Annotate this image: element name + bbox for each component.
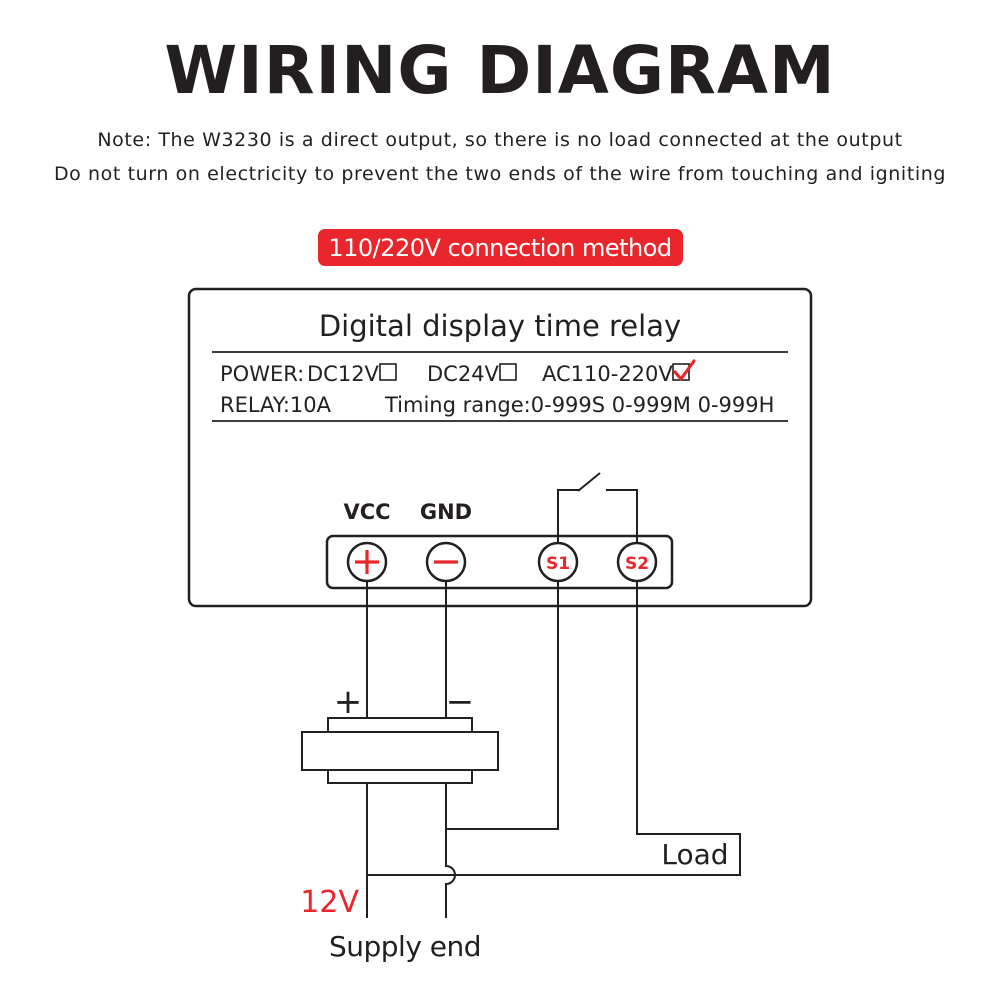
switch-contact-icon — [577, 472, 601, 492]
supply-body — [301, 731, 499, 771]
checkmark-icon — [673, 359, 696, 381]
terminal-block — [325, 534, 674, 590]
s1-label: S1 — [546, 554, 570, 574]
relay-title: Digital display time relay — [319, 309, 681, 343]
supply-end-label: Supply end — [329, 930, 481, 963]
supply-plus-label: + — [334, 682, 363, 722]
relay-rating: RELAY:10A — [220, 393, 332, 417]
relay-module-box — [187, 287, 813, 608]
timing-range: Timing range:0-999S 0-999M 0-999H — [384, 393, 774, 417]
wire-s2-load — [367, 581, 741, 876]
power-option-dc24v: DC24V — [427, 362, 500, 386]
checkbox-dc24v — [499, 363, 517, 381]
wire-s1 — [446, 581, 559, 830]
method-label: 110/220V connection method — [328, 234, 671, 262]
note-line-1: Note: The W3230 is a direct output, so t… — [97, 129, 902, 151]
wires — [366, 581, 741, 918]
power-option-ac110-220v: AC110-220V — [542, 362, 673, 386]
method-pill — [318, 229, 683, 266]
note-line-2: Do not turn on electricity to prevent th… — [54, 163, 946, 185]
power-spec-label: POWER: — [220, 362, 304, 386]
switch-wire-right — [606, 489, 638, 543]
power-option-dc12v: DC12V — [307, 362, 380, 386]
checkbox-dc12v — [379, 363, 397, 381]
load-label: Load — [661, 838, 728, 871]
page-title: WIRING DIAGRAM — [164, 32, 835, 109]
voltage-label: 12V — [300, 885, 359, 920]
wire-gnd-end — [445, 783, 456, 918]
s2-label: S2 — [625, 554, 649, 574]
supply-minus-label: − — [446, 682, 475, 722]
plus-icon — [355, 550, 379, 574]
switch-wire-left — [557, 489, 580, 543]
supply-plate-bottom — [327, 769, 473, 784]
vcc-label: VCC — [343, 500, 390, 524]
gnd-label: GND — [420, 500, 472, 524]
